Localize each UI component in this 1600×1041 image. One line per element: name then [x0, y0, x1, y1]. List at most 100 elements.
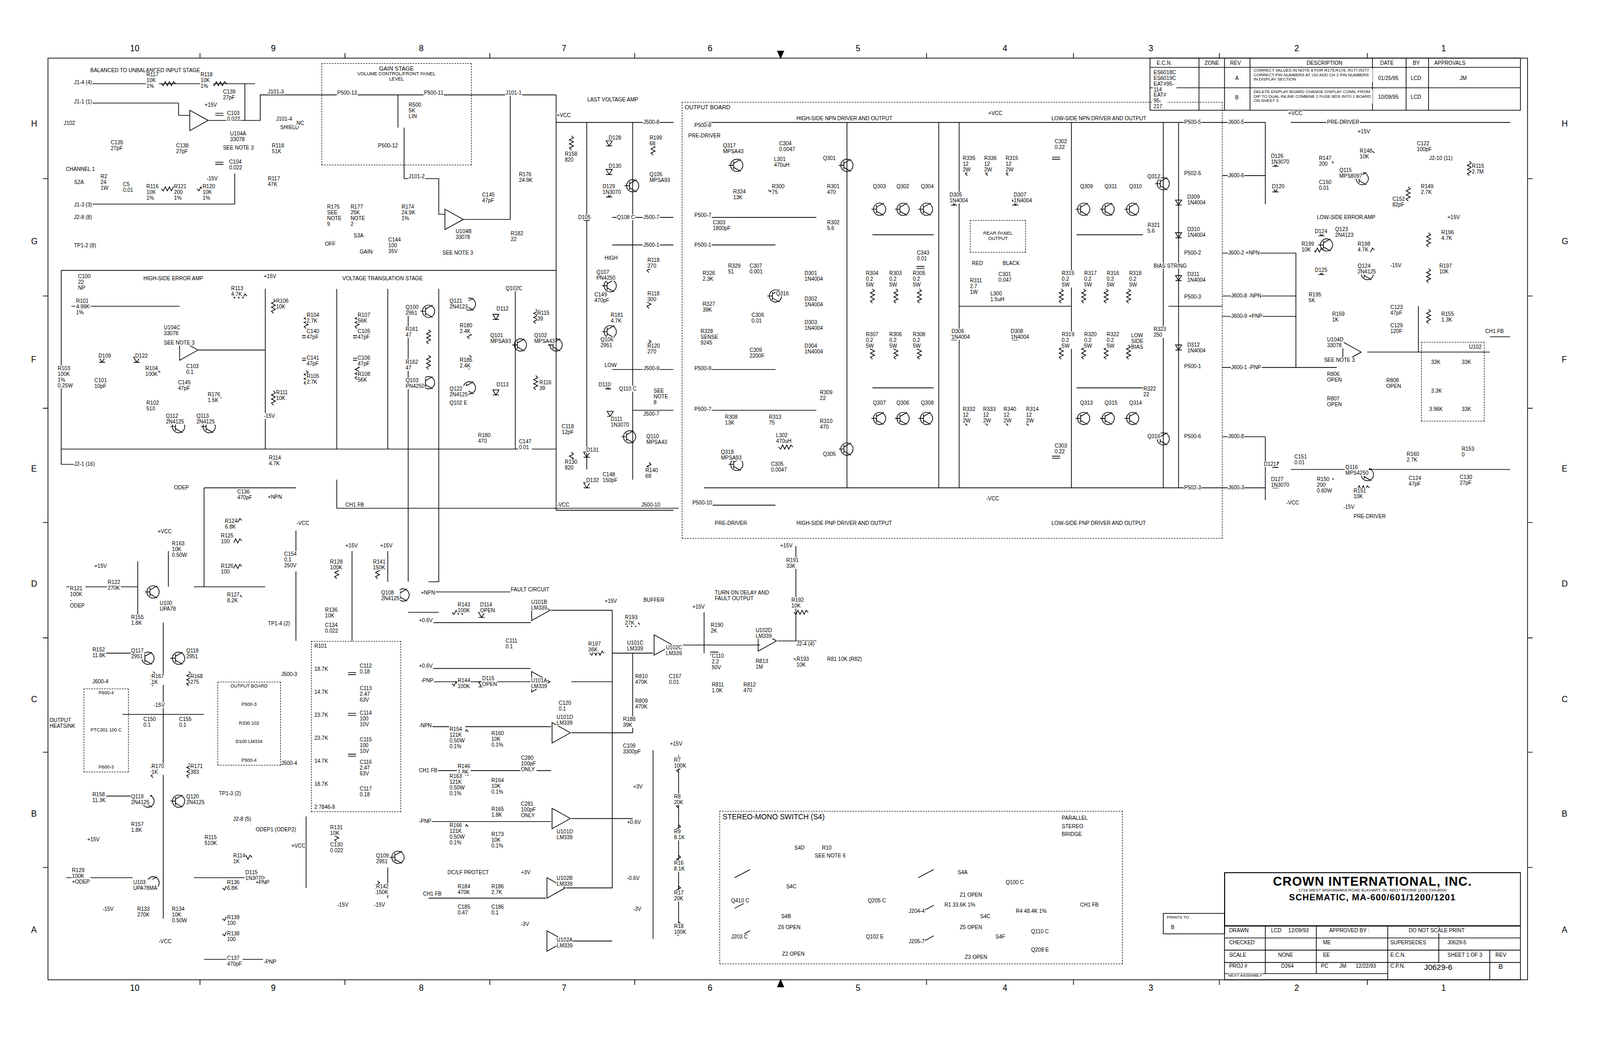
component-label: -PNP	[420, 677, 434, 684]
component-label: R131 10K	[329, 824, 344, 837]
schematic-rect	[48, 58, 1528, 980]
component-label: +15V	[1446, 214, 1461, 221]
component-label: R500 5K LIN	[408, 101, 422, 120]
component-label: R315 0.2 5W	[1061, 270, 1076, 288]
component-label: J0629-6	[1423, 963, 1453, 973]
component-label: R324 13K	[732, 188, 747, 201]
component-label: 3.3K	[1430, 387, 1443, 394]
component-label: C123 47pF	[1389, 304, 1404, 316]
component-label: C101 10pF	[94, 377, 108, 390]
component-label: HIGH	[603, 255, 619, 261]
component-label: R104 100K	[144, 365, 159, 377]
component-label: -VCC	[985, 495, 1000, 502]
component-label: R120 270	[646, 343, 661, 355]
component-label: C111 0.1	[505, 637, 518, 650]
component-label: D305 1N4004	[949, 191, 969, 204]
component-label: R810 470K	[634, 673, 649, 685]
component-label: R193 10K	[795, 656, 810, 668]
schematic-use	[1104, 288, 1109, 303]
component-label: C281 100pF ONLY	[520, 801, 536, 819]
node-text: R330 102	[237, 721, 261, 727]
zone-marker: 4	[1001, 43, 1008, 54]
node-text: 14.7K	[313, 758, 329, 764]
component-label: R329 51	[727, 263, 741, 275]
component-label: -0.6V	[626, 875, 640, 882]
component-label: LOW-SIDE PNP DRIVER AND OUTPUT	[1050, 520, 1147, 527]
component-label: JM	[1338, 963, 1347, 969]
component-label: LOW SIDE BIAS	[1130, 332, 1144, 350]
component-label: R136 6.8K	[226, 879, 240, 891]
component-label: Z3 OPEN	[964, 954, 988, 960]
component-label: R136 10K	[324, 607, 339, 619]
schematic-use	[1075, 202, 1090, 215]
component-label: R117 10K 1%	[145, 71, 159, 89]
schematic-path	[556, 95, 674, 511]
component-label: R139 100	[226, 914, 240, 927]
component-label: R81 10K (R82)	[826, 656, 863, 662]
zone-marker: 10	[129, 983, 141, 993]
component-label: +15V	[263, 273, 277, 280]
component-label: D310 1N4004	[1186, 226, 1207, 238]
component-label: C154 0.1 250V	[283, 551, 298, 569]
component-label: -NPN	[418, 722, 432, 729]
component-label: R130 820	[564, 459, 578, 471]
schematic-use	[1175, 275, 1182, 281]
component-label: D120	[1271, 183, 1286, 190]
component-label: R198 4.7K	[1357, 241, 1371, 253]
component-label: P502-3	[1183, 484, 1202, 491]
component-label: C145 47pF	[177, 379, 192, 392]
component-label: R808 OPEN	[1385, 377, 1402, 390]
component-label: -15V	[101, 906, 114, 912]
component-label: +3V	[520, 869, 531, 876]
component-label: D131	[585, 447, 600, 453]
component-label: Q123 2N4123	[1334, 226, 1355, 238]
component-label: R111 10K	[275, 389, 289, 402]
schematic-use	[1406, 186, 1411, 201]
component-label: D127 1N3070	[1270, 476, 1290, 488]
component-label: R116 39	[538, 379, 552, 392]
component-label: R171 383	[189, 763, 204, 775]
component-label: STEREO	[1061, 823, 1084, 830]
component-label: R188 39K	[622, 716, 636, 728]
component-label: PRE-DRIVER	[1326, 119, 1360, 125]
component-label: OUTPUT HEATSINK	[49, 717, 76, 729]
component-label: C5 0.01	[122, 181, 134, 193]
component-label: -15V	[206, 175, 219, 182]
component-label: J203 C	[730, 933, 749, 940]
schematic-use	[1059, 288, 1064, 303]
region-box: R10118.7K14.7K23.7K23.7K14.7K18.7K2 7846…	[311, 641, 402, 813]
component-label: C116 2.47 63V	[359, 759, 373, 777]
component-label: D306 1N4004	[951, 328, 971, 340]
component-label: CH1 FB	[1079, 901, 1100, 908]
component-label: J102	[63, 120, 76, 127]
schematic-use	[916, 266, 925, 269]
component-label: R170 1K	[151, 763, 165, 775]
component-label: D304 1N4004	[804, 343, 824, 355]
schematic-use	[347, 753, 357, 757]
component-label: R182 22	[510, 230, 524, 243]
component-label: J500-4	[280, 760, 299, 767]
schematic-use	[583, 452, 590, 458]
component-label: C155 0.1	[178, 716, 193, 728]
component-label: +NPN	[267, 494, 283, 500]
component-label: R114 4.7K	[268, 454, 282, 467]
schematic-use	[1100, 412, 1115, 425]
schematic-use	[161, 81, 176, 86]
component-label: DELETE DISPLAY BOARD CHANGE DISPLAY CONN…	[1252, 89, 1373, 104]
component-label: R142 150K	[375, 883, 390, 896]
component-label: C113 2.47 63V	[359, 685, 373, 703]
schematic-use	[871, 202, 886, 215]
component-label: R173 10K 0.1%	[490, 831, 505, 849]
component-label: R322 0.2 5W	[1105, 331, 1120, 349]
component-label: PC	[1320, 963, 1329, 969]
component-label: D122	[134, 352, 149, 359]
component-label: EE	[1322, 952, 1331, 958]
component-label: R118 51K	[271, 142, 285, 155]
component-label: PRE-DRIVER	[687, 132, 722, 139]
schematic-path	[734, 869, 934, 944]
component-label: BIAS STRING	[1152, 263, 1187, 269]
zone-marker: A	[30, 925, 38, 935]
component-label: D111 1N3070	[610, 416, 630, 428]
schematic-use	[894, 288, 899, 303]
node-text: OUTPUT BOARD	[683, 104, 732, 111]
